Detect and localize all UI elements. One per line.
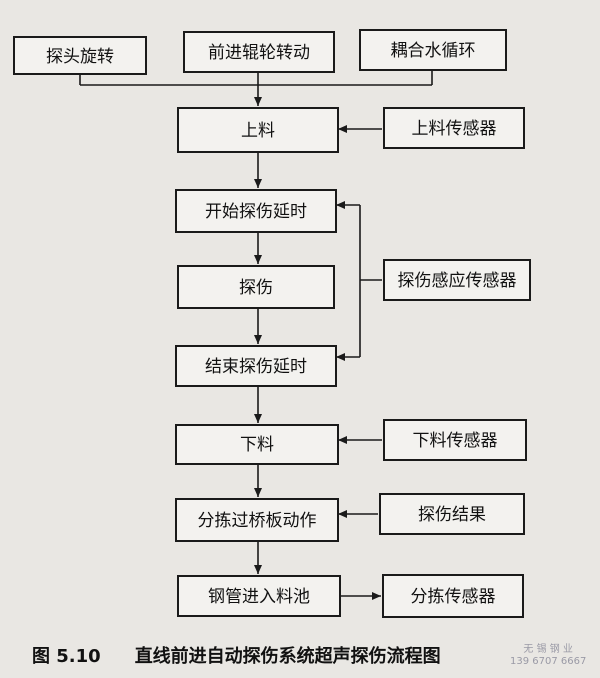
sensor-box: 探伤结果 [379,493,525,535]
step-label: 上料 [241,121,275,141]
sensor-label: 下料传感器 [413,431,498,451]
watermark-phone: 139 6707 6667 [510,656,587,667]
sensor-box: 分拣传感器 [382,574,524,618]
figure-caption: 图 5.10 直线前进自动探伤系统超声探伤流程图 [32,642,441,668]
process-step: 钢管进入料池 [177,575,341,617]
input-label: 探头旋转 [46,47,114,67]
sensor-box: 上料传感器 [383,107,525,149]
input-label: 前进辊轮转动 [208,43,310,63]
sensor-label: 探伤结果 [418,505,486,525]
step-label: 钢管进入料池 [208,587,310,607]
step-label: 分拣过桥板动作 [198,511,317,531]
sensor-label: 上料传感器 [412,119,497,139]
process-step: 开始探伤延时 [175,189,337,233]
input-label: 耦合水循环 [391,41,476,61]
input-box: 探头旋转 [13,36,147,75]
sensor-box: 下料传感器 [383,419,527,461]
input-box: 耦合水循环 [359,29,507,71]
figure-number: 图 5.10 [32,646,101,667]
sensor-box: 探伤感应传感器 [383,259,531,301]
process-step: 结束探伤延时 [175,345,337,387]
step-label: 下料 [240,435,274,455]
connectors [79,70,433,600]
process-step: 上料 [177,107,339,153]
process-step: 下料 [175,424,339,465]
process-step: 探伤 [177,265,335,309]
watermark: 无 锡 钢 业 139 6707 6667 [510,644,586,668]
watermark-name: 无 锡 钢 业 [523,644,573,655]
figure-title: 直线前进自动探伤系统超声探伤流程图 [134,646,441,667]
sensor-label: 分拣传感器 [411,587,496,607]
sensor-label: 探伤感应传感器 [398,271,517,291]
process-step: 分拣过桥板动作 [175,498,339,542]
step-label: 结束探伤延时 [205,357,307,377]
input-box: 前进辊轮转动 [183,31,335,73]
step-label: 开始探伤延时 [205,202,307,222]
step-label: 探伤 [239,278,273,298]
